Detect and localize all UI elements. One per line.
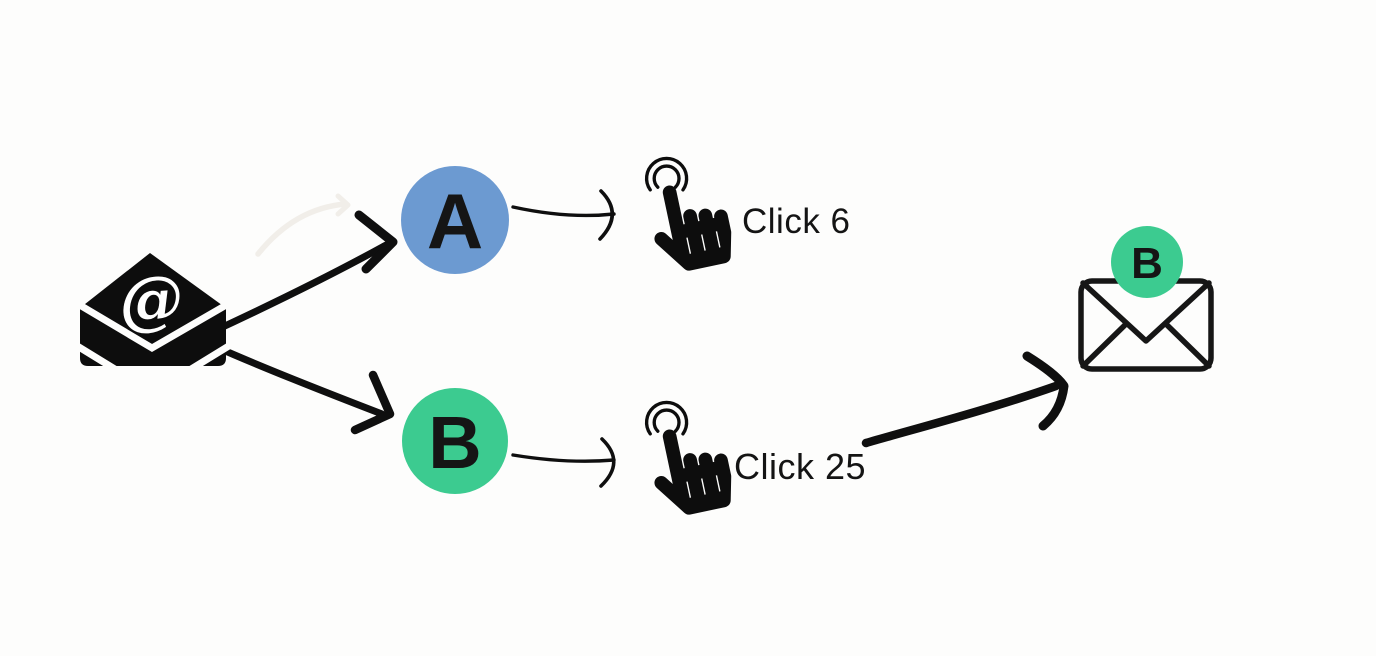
variant-a-node: A <box>401 166 509 274</box>
variant-b-node: B <box>402 388 508 494</box>
winner-badge <box>1111 226 1183 298</box>
arrow-source-to-a <box>208 210 398 336</box>
click-count-b: Click 25 <box>734 446 867 487</box>
at-symbol: @ <box>116 261 185 340</box>
envelope-bottom-right-line <box>1164 322 1212 369</box>
arrow-source-to-b <box>210 342 395 435</box>
arrow-click-to-winner <box>861 351 1069 448</box>
tap-inner-arc <box>652 164 681 189</box>
hand-pointer-icon <box>654 185 732 271</box>
envelope-right-fold <box>184 340 236 375</box>
tap-outer-arc <box>644 156 689 192</box>
ghost-arrow <box>255 193 351 257</box>
arrow-b-to-click <box>511 437 616 488</box>
envelope-left-fold <box>70 340 122 375</box>
hand-pointer-icon <box>654 429 732 515</box>
email-at-icon: @ <box>70 253 236 375</box>
click-count-a: Click 6 <box>742 202 851 241</box>
winner-email-group: B <box>1078 226 1214 372</box>
envelope-flap-fold <box>74 300 232 353</box>
arrow-a-to-click <box>511 189 616 241</box>
variant-a-label: A <box>427 177 483 265</box>
tap-outer-arc <box>644 400 689 436</box>
envelope-flap-lines <box>1080 280 1212 344</box>
winner-badge-label: B <box>1131 239 1163 288</box>
tap-click-icon-b <box>644 400 732 515</box>
envelope-silhouette <box>80 253 226 366</box>
tap-inner-arc <box>652 408 681 433</box>
envelope-bottom-left-line <box>1080 322 1128 369</box>
tap-click-icon-a <box>644 156 732 271</box>
variant-b-label: B <box>428 401 481 484</box>
variant-a-circle <box>401 166 509 274</box>
variant-b-circle <box>402 388 508 494</box>
